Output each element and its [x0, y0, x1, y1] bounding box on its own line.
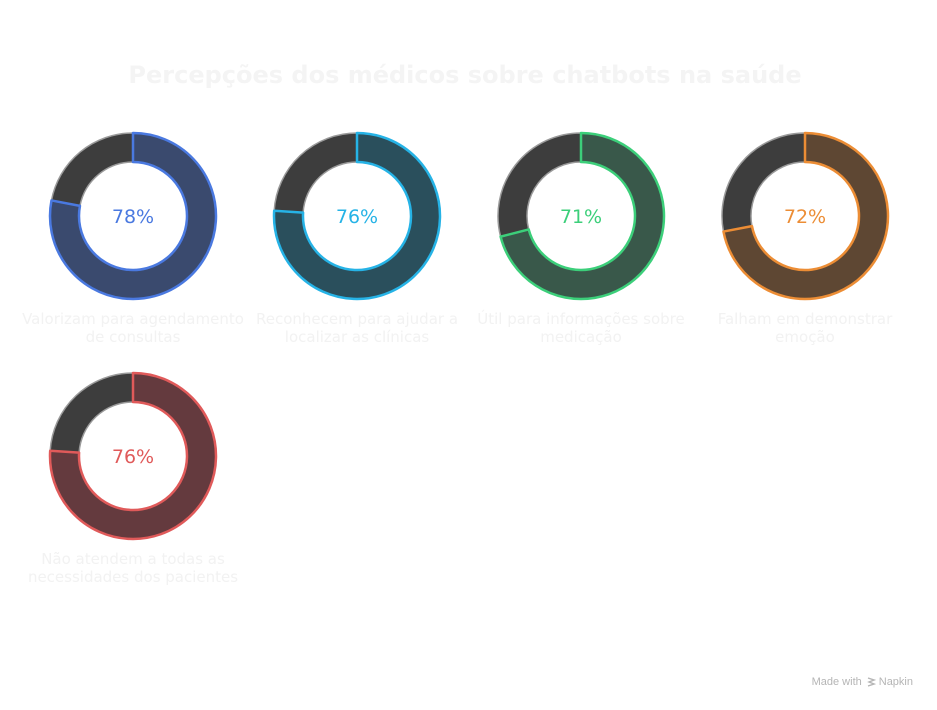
- donut-chart: 71%: [469, 130, 693, 308]
- donut-value-label: 71%: [560, 206, 602, 228]
- donut-value-label: 76%: [336, 206, 378, 228]
- donut-value-label: 78%: [112, 206, 154, 228]
- donut-svg: 76%: [48, 371, 218, 541]
- donut-value-segment: [722, 131, 890, 301]
- donut-label: Valorizam para agendamento de consultas: [22, 310, 244, 346]
- napkin-brand-text: Napkin: [878, 676, 913, 688]
- donut-value-segment: [272, 131, 442, 301]
- donut-value-label: 72%: [784, 206, 826, 228]
- donut-svg: 71%: [497, 131, 666, 301]
- donut-label: Não atendem a todas as necessidades dos …: [27, 550, 239, 586]
- donut-remainder-segment: [50, 132, 134, 207]
- donut-svg: 76%: [272, 131, 442, 301]
- chart-title: Percepções dos médicos sobre chatbots na…: [128, 61, 802, 89]
- donut-value-segment: [48, 371, 218, 541]
- made-with-text: Made with: [811, 676, 862, 688]
- napkin-brand: Napkin: [866, 676, 913, 688]
- donut-label: Falham em demonstrar emoção: [717, 310, 893, 346]
- donut-chart: 76%: [21, 370, 245, 548]
- donut-label: Útil para informações sobre medicação: [477, 310, 685, 346]
- donut-remainder-segment: [273, 132, 358, 214]
- donut-svg: 72%: [721, 131, 890, 301]
- donut-value-label: 76%: [112, 446, 154, 468]
- napkin-watermark: Made with Napkin: [812, 676, 913, 688]
- donut-label: Reconhecem para ajudar a localizar as cl…: [255, 310, 459, 346]
- napkin-logo-icon: [866, 677, 876, 687]
- donut-value-segment: [499, 131, 666, 301]
- donut-value-segment: [48, 131, 218, 301]
- donut-remainder-segment: [49, 372, 134, 454]
- donut-chart: 78%: [21, 130, 245, 308]
- donut-chart: 76%: [245, 130, 469, 308]
- donut-svg: 78%: [48, 131, 218, 301]
- donut-chart: 72%: [693, 130, 917, 308]
